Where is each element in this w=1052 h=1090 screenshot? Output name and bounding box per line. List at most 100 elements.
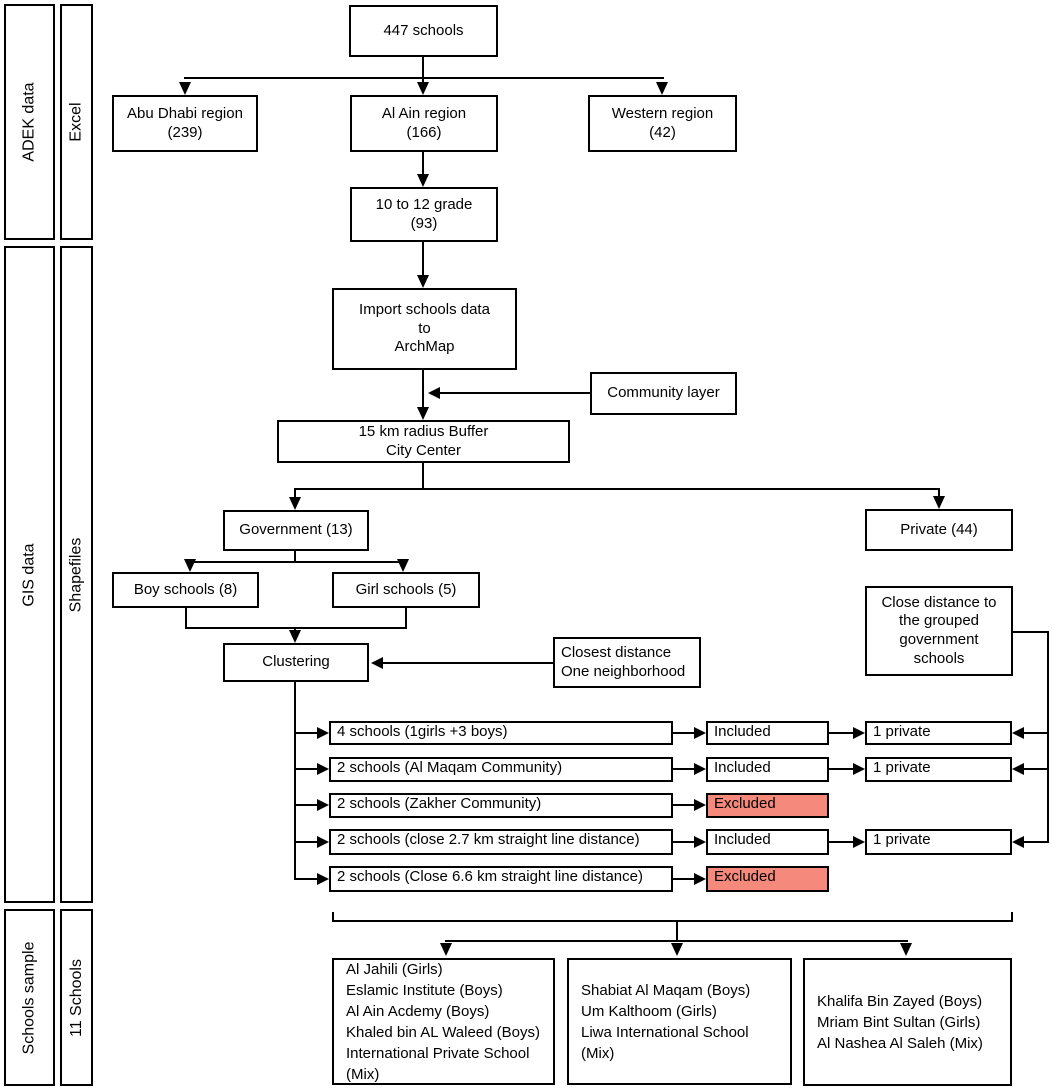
- box-label: Close distance to: [881, 593, 997, 611]
- arrowhead-right-icon: [853, 727, 865, 739]
- arrowhead-down-icon: [184, 559, 196, 572]
- sidebar-label: Shapefiles: [67, 537, 85, 612]
- box-count: (239): [167, 123, 203, 141]
- connector-line: [673, 878, 695, 880]
- arrowhead-down-icon: [289, 497, 301, 510]
- arrowhead-right-icon: [317, 836, 329, 848]
- box-count: (93): [410, 214, 438, 232]
- arrowhead-right-icon: [694, 873, 706, 885]
- connector-line: [1013, 631, 1049, 633]
- sample-box-1: Al Jahili (Girls) Eslamic Institute (Boy…: [332, 958, 555, 1085]
- arrowhead-down-icon: [289, 630, 301, 643]
- connector-line: [440, 392, 590, 394]
- connector-line: [381, 662, 553, 664]
- box-15km-buffer: 15 km radius Buffer City Center: [277, 420, 570, 463]
- box-clustering: Clustering: [223, 643, 369, 682]
- sidebar-group-gis-data: GIS data: [4, 246, 55, 903]
- cluster-row: 2 schools (Close 6.6 km straight line di…: [329, 866, 673, 892]
- box-grade-10-12: 10 to 12 grade (93): [350, 187, 498, 242]
- box-label: 1 private: [873, 723, 931, 740]
- connector-line: [294, 551, 296, 563]
- box-label: ArchMap: [394, 338, 455, 356]
- connector-line: [294, 682, 296, 880]
- box-label: 447 schools: [383, 21, 464, 39]
- cluster-row: 2 schools (close 2.7 km straight line di…: [329, 829, 673, 855]
- connector-line: [673, 768, 695, 770]
- box-al-ain-region: Al Ain region (166): [350, 95, 498, 152]
- connector-line: [294, 878, 320, 880]
- cluster-row-label: 2 schools (Al Maqam Community): [337, 759, 563, 776]
- connector-line: [185, 608, 187, 629]
- connector-line: [673, 732, 695, 734]
- box-count: (166): [406, 123, 442, 141]
- connector-line: [184, 77, 664, 79]
- status-label: Excluded: [714, 795, 776, 812]
- arrowhead-right-icon: [853, 763, 865, 775]
- cluster-row-label: 2 schools (close 2.7 km straight line di…: [337, 831, 640, 848]
- box-close-distance-grouped: Close distance to the grouped government…: [865, 586, 1013, 676]
- sidebar-sub-excel: Excel: [60, 4, 93, 240]
- sidebar-sub-shapefiles: Shapefiles: [60, 246, 93, 903]
- connector-line: [938, 488, 940, 499]
- school-name: Shabiat Al Maqam (Boys): [581, 981, 751, 999]
- box-1-private: 1 private: [865, 829, 1012, 855]
- school-name: Al Jahili (Girls): [346, 960, 443, 978]
- cluster-row: 2 schools (Al Maqam Community): [329, 757, 673, 782]
- school-name: Um Kalthoom (Girls): [581, 1002, 717, 1020]
- box-label: Private (44): [900, 520, 978, 538]
- box-girl-schools: Girl schools (5): [332, 572, 480, 608]
- box-label: 15 km radius Buffer: [358, 422, 489, 440]
- connector-line: [676, 920, 678, 942]
- sidebar-sub-11-schools: 11 Schools: [60, 909, 93, 1086]
- arrowhead-down-icon: [671, 943, 683, 956]
- arrowhead-right-icon: [317, 799, 329, 811]
- box-label: Boy schools (8): [133, 580, 238, 598]
- box-western-region: Western region (42): [588, 95, 737, 152]
- connector-line: [1024, 768, 1049, 770]
- bracket-line: [332, 920, 1013, 922]
- box-label: Import schools data: [359, 300, 490, 318]
- cluster-row-label: 2 schools (Close 6.6 km straight line di…: [337, 868, 643, 885]
- status-badge-excluded: Excluded: [706, 866, 829, 892]
- status-label: Included: [714, 831, 771, 848]
- connector-line: [1047, 631, 1049, 843]
- box-count: (42): [649, 123, 676, 141]
- arrowhead-down-icon: [397, 559, 409, 572]
- connector-line: [422, 242, 424, 277]
- status-badge-included: Included: [706, 757, 829, 782]
- box-government: Government (13): [223, 510, 369, 551]
- box-label: 10 to 12 grade: [375, 195, 473, 213]
- box-label: government: [899, 631, 979, 648]
- connector-line: [422, 57, 424, 83]
- status-badge-included: Included: [706, 721, 829, 745]
- box-label: One neighborhood: [561, 662, 686, 680]
- arrowhead-left-icon: [428, 387, 440, 399]
- status-label: Excluded: [714, 868, 776, 885]
- arrowhead-down-icon: [900, 943, 912, 956]
- cluster-row: 2 schools (Zakher Community): [329, 793, 673, 818]
- box-1-private: 1 private: [865, 757, 1012, 782]
- arrowhead-right-icon: [694, 763, 706, 775]
- connector-line: [294, 488, 940, 490]
- connector-line: [294, 768, 320, 770]
- school-name: Mriam Bint Sultan (Girls): [817, 1013, 981, 1031]
- box-label: 1 private: [873, 759, 931, 776]
- box-447-schools: 447 schools: [349, 5, 498, 57]
- connector-line: [673, 841, 695, 843]
- box-label: City Center: [385, 441, 462, 459]
- arrowhead-right-icon: [853, 836, 865, 848]
- status-badge-included: Included: [706, 829, 829, 855]
- sample-box-3: Khalifa Bin Zayed (Boys) Mriam Bint Sult…: [803, 958, 1012, 1086]
- box-import-schools-data: Import schools data to ArchMap: [332, 288, 517, 370]
- bracket-tick: [1011, 912, 1013, 920]
- arrowhead-right-icon: [317, 727, 329, 739]
- box-label: Abu Dhabi region: [127, 104, 243, 122]
- status-badge-excluded: Excluded: [706, 793, 829, 818]
- connector-line: [829, 841, 854, 843]
- box-1-private: 1 private: [865, 721, 1012, 745]
- arrowhead-right-icon: [317, 763, 329, 775]
- cluster-row: 4 schools (1girls +3 boys): [329, 721, 673, 745]
- sidebar-label: GIS data: [20, 542, 38, 607]
- connector-line: [294, 732, 320, 734]
